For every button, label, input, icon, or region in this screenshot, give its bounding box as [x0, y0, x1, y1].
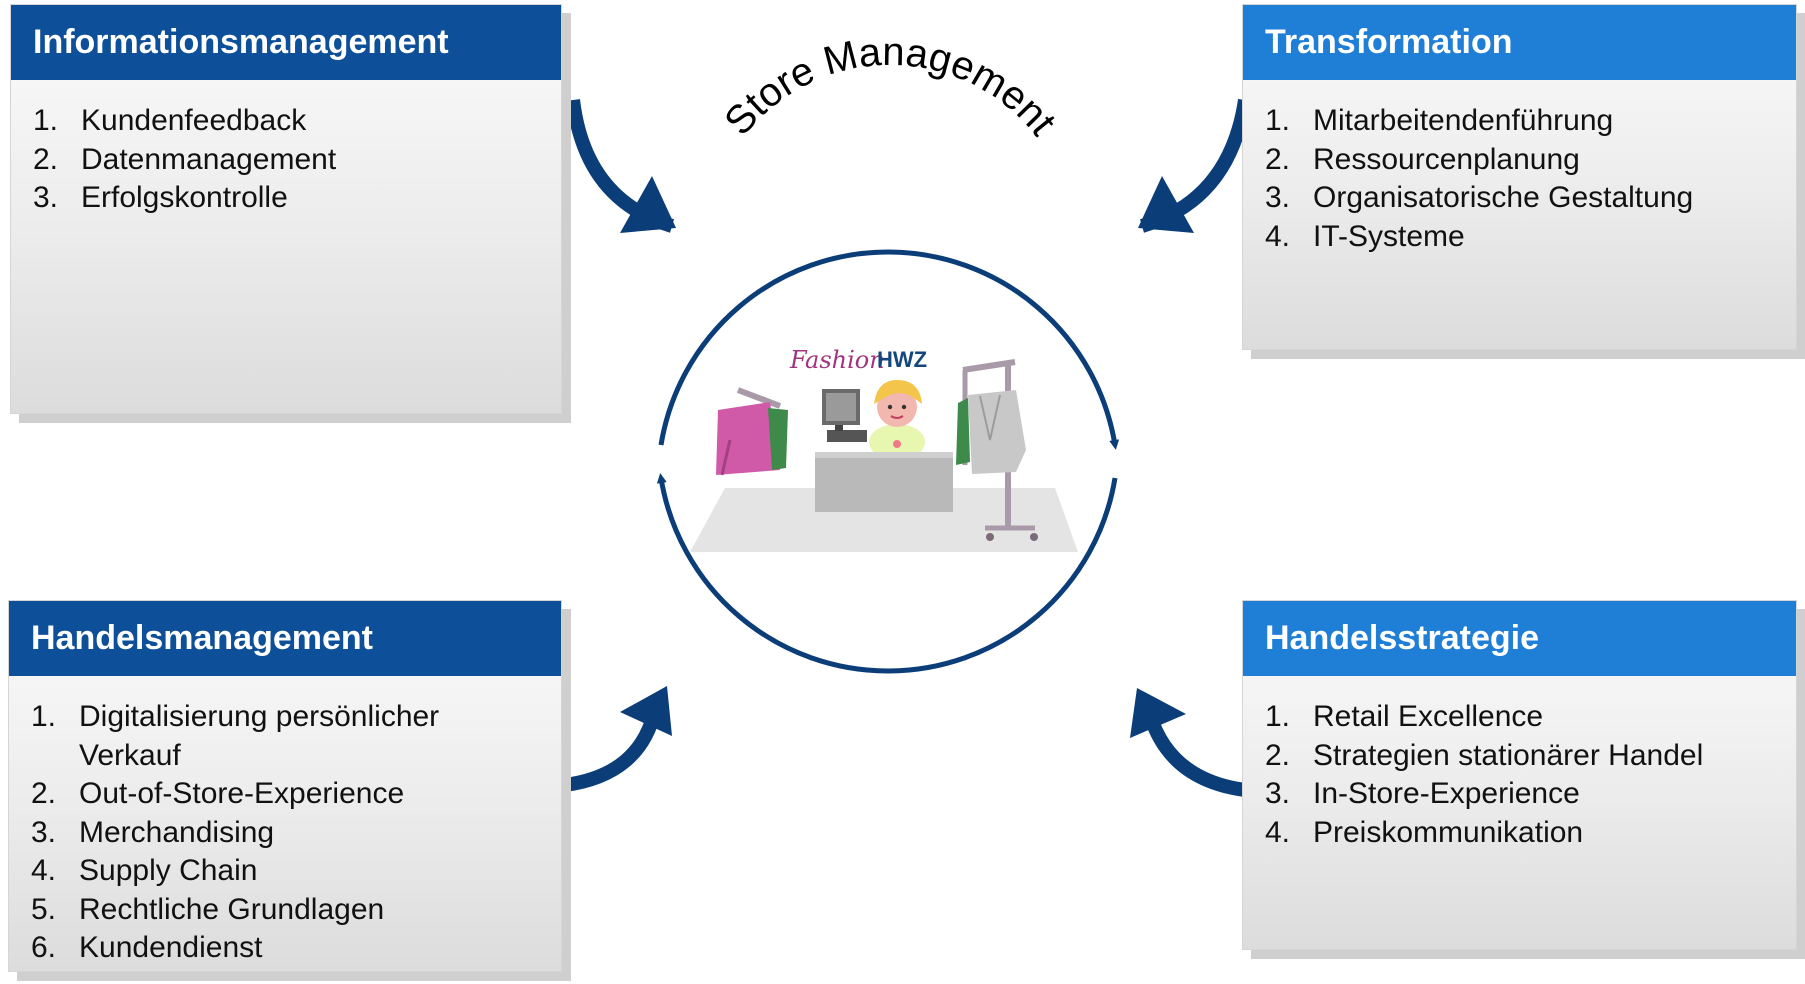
box-informationsmanagement: Informationsmanagement 1.Kundenfeedback …	[10, 4, 562, 414]
shop-illustration: Fashion HWZ	[690, 346, 1078, 552]
floor	[690, 488, 1078, 552]
center-title: Store Management	[716, 30, 1064, 144]
box-handelsstrategie: Handelsstrategie 1.Retail Excellence 2.S…	[1242, 600, 1797, 950]
connector-arrow-top-right	[1138, 98, 1252, 233]
list-item: 1.Retail Excellence	[1265, 700, 1544, 733]
item-list: 1.Kundenfeedback 2.Datenmanagement 3.Erf…	[11, 80, 561, 218]
list-item: 3.Merchandising	[31, 815, 275, 849]
item-list: 1.Digitalisierung persönlicher Verkauf 2…	[9, 676, 561, 968]
connector-arrow-bottom-left	[563, 686, 672, 792]
shop-logo-script: Fashion	[789, 346, 885, 374]
cashier-icon	[869, 380, 925, 460]
list-item: 1.Kundenfeedback	[33, 104, 307, 137]
item-list: 1.Mitarbeitendenführung 2.Ressourcenplan…	[1243, 80, 1796, 256]
list-item: 3.In-Store-Experience	[1265, 777, 1580, 810]
computer-icon	[822, 389, 867, 442]
box-title: Transformation	[1243, 5, 1796, 80]
list-item: 4.Supply Chain	[31, 854, 258, 887]
list-item: 6.Kundendienst	[31, 931, 263, 964]
box-transformation: Transformation 1.Mitarbeitendenführung 2…	[1242, 4, 1797, 350]
list-item: 2.Out-of-Store-Experience	[31, 777, 405, 810]
list-item: 2.Ressourcenplanung	[1265, 142, 1580, 176]
list-item: 3.Organisatorische Gestaltung	[1265, 181, 1694, 214]
item-list: 1.Retail Excellence 2.Strategien station…	[1243, 676, 1796, 852]
list-item: 2.Datenmanagement	[33, 142, 337, 176]
box-title: Informationsmanagement	[11, 5, 561, 80]
shop-logo-brand: HWZ	[877, 347, 927, 372]
counter-desk	[815, 452, 953, 512]
box-handelsmanagement: Handelsmanagement 1.Digitalisierung pers…	[8, 600, 562, 972]
list-item: 1.Digitalisierung persönlicher Verkauf	[31, 700, 440, 772]
list-item: 4.Preiskommunikation	[1265, 815, 1584, 849]
cycle-circle	[656, 249, 1120, 674]
list-item: 5.Rechtliche Grundlagen	[31, 892, 385, 926]
list-item: 1.Mitarbeitendenführung	[1265, 104, 1614, 137]
connector-arrow-top-left	[566, 99, 676, 233]
list-item: 3.Erfolgskontrolle	[33, 181, 288, 214]
clothes-rack-left-icon	[716, 387, 788, 476]
connector-arrow-bottom-right	[1130, 688, 1247, 797]
list-item: 4.IT-Systeme	[1265, 219, 1465, 253]
clothes-rack-right-icon	[956, 359, 1038, 541]
box-title: Handelsstrategie	[1243, 601, 1796, 676]
box-title: Handelsmanagement	[9, 601, 561, 676]
list-item: 2.Strategien stationärer Handel	[1265, 738, 1704, 772]
